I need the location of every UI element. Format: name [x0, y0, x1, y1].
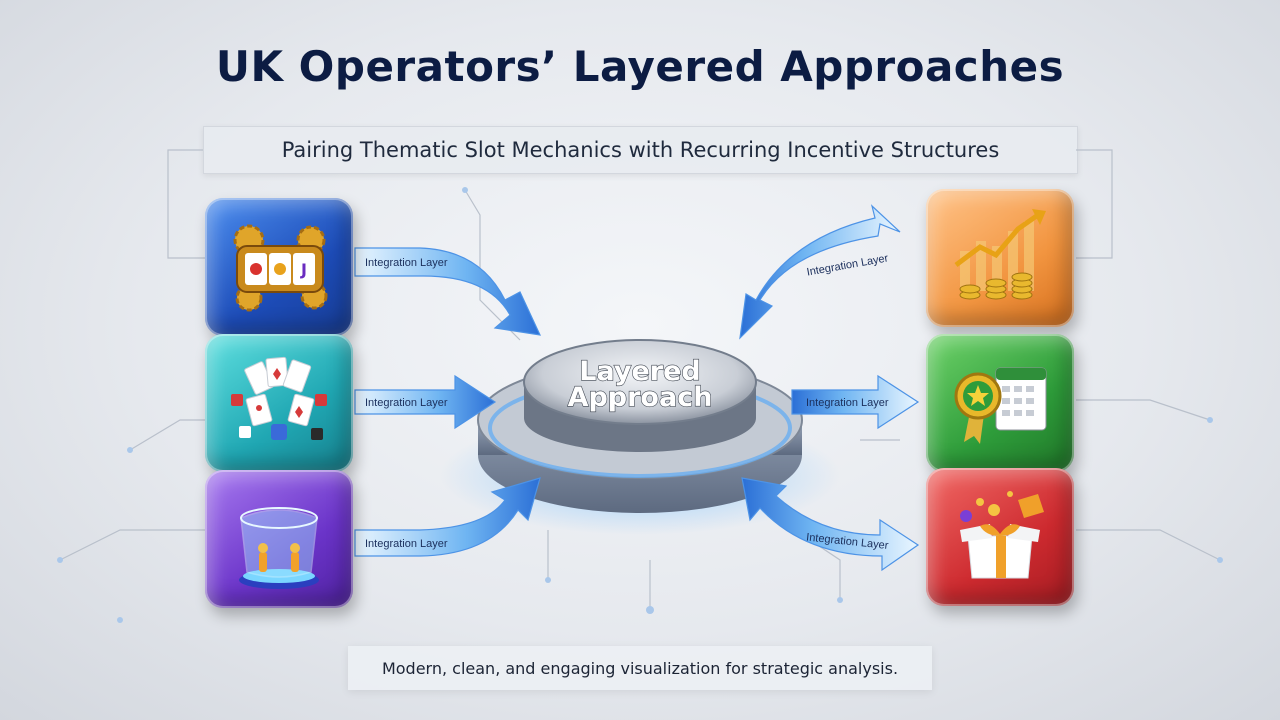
subtitle-banner: Pairing Thematic Slot Mechanics with Rec… — [203, 126, 1078, 174]
circuit-nodes — [57, 187, 1223, 623]
layered-approach-hub: Layered Approach — [440, 339, 840, 535]
arrow-right-middle: Integration Layer — [791, 374, 920, 430]
circuit-lines — [59, 149, 1221, 610]
arrow-left-middle: Integration Layer — [354, 374, 497, 430]
subtitle-text: Pairing Thematic Slot Mechanics with Rec… — [281, 138, 1000, 162]
recurring-rewards-block — [926, 334, 1074, 472]
hub-label-line2: Approach — [568, 382, 713, 413]
arrow-right-bottom: Integration Layer — [741, 477, 920, 572]
award-badge-calendar-icon — [954, 367, 1047, 444]
growth-chart-coins-icon — [954, 209, 1046, 300]
integration-layer-label: Integration Layer — [365, 257, 448, 269]
playing-cards-dice-icon — [231, 356, 327, 440]
integration-layer-label: Integration Layer — [365, 538, 448, 550]
caption-text: Modern, clean, and engaging visualizatio… — [381, 658, 899, 678]
svg-text:J: J — [300, 260, 307, 279]
integration-layer-label: Integration Layer — [806, 252, 890, 278]
card-games-block — [205, 334, 353, 472]
integration-layer-label: Integration Layer — [365, 397, 448, 409]
gift-box-icon — [960, 491, 1044, 579]
arrow-right-top: Integration Layer — [739, 204, 901, 340]
hub-label-line1: Layered — [579, 356, 700, 387]
caption-banner: Modern, clean, and engaging visualizatio… — [348, 646, 932, 690]
thematic-hologram-block — [205, 470, 353, 608]
arrow-left-top: Integration Layer — [354, 247, 542, 336]
page-title: UK Operators’ Layered Approaches — [215, 42, 1065, 91]
growth-incentive-block — [926, 189, 1074, 327]
reward-gift-block — [926, 468, 1074, 606]
slot-mechanics-block: J — [205, 198, 353, 336]
hologram-stage-icon — [239, 507, 319, 589]
slot-machine-gears-icon: J — [233, 224, 328, 312]
arrow-left-bottom: Integration Layer — [354, 477, 541, 557]
integration-layer-label: Integration Layer — [806, 397, 889, 409]
